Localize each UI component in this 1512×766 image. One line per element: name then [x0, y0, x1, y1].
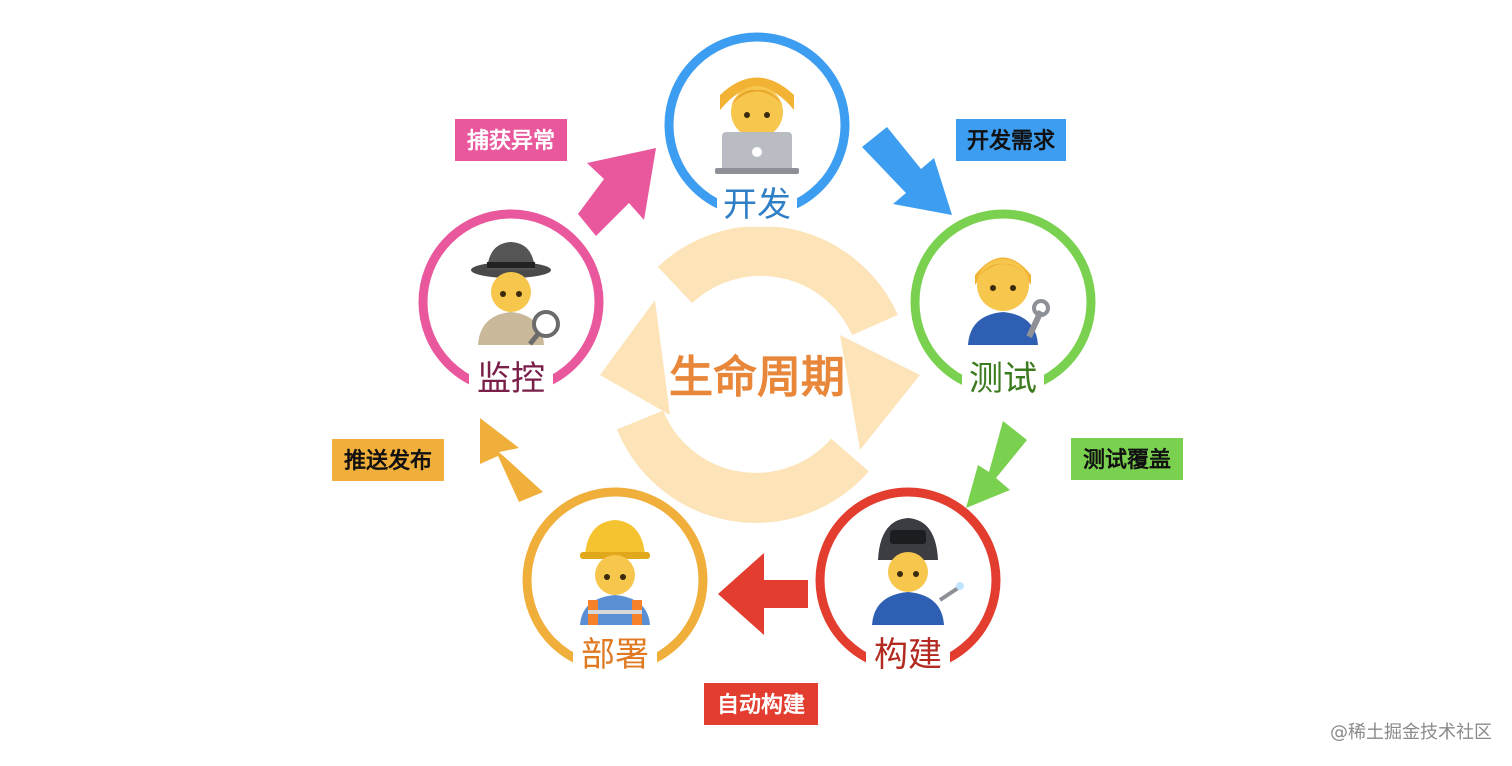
- transition-label-deploy-to-monitor: 推送发布: [332, 439, 444, 481]
- watermark: @稀土掘金技术社区: [1330, 722, 1492, 743]
- transition-text-deploy-to-monitor: 推送发布: [344, 448, 432, 474]
- stage-dev: 开发: [664, 32, 850, 227]
- transition-label-test-to-build: 测试覆盖: [1071, 438, 1183, 480]
- cycle-arc-top: [657, 225, 898, 336]
- cycle-arc-bottom: [616, 409, 869, 523]
- stage-label-build: 构建: [874, 635, 942, 675]
- stage-deploy: 部署: [522, 487, 708, 677]
- transition-label-build-to-deploy: 自动构建: [704, 683, 818, 725]
- construction-worker-hardhat-icon: [580, 520, 650, 625]
- transition-text-test-to-build: 测试覆盖: [1083, 447, 1171, 473]
- transition-text-dev-to-test: 开发需求: [967, 128, 1055, 154]
- stage-monitor: 监控: [418, 209, 604, 401]
- cycle-arrowhead-left: [600, 300, 670, 415]
- transition-text-monitor-to-dev: 捕获异常: [467, 128, 555, 154]
- developer-laptop-icon: [715, 77, 799, 174]
- stage-test: 测试: [910, 209, 1096, 401]
- cycle-arrowhead-right: [840, 335, 920, 450]
- arrow-test-to-build: [966, 421, 1027, 508]
- arrow-dev-to-test: [862, 127, 952, 215]
- transition-text-build-to-deploy: 自动构建: [717, 692, 805, 718]
- stage-build: 构建: [815, 487, 1001, 677]
- transition-label-monitor-to-dev: 捕获异常: [455, 119, 567, 161]
- detective-magnifier-icon: [471, 242, 560, 346]
- arrow-monitor-to-dev: [578, 148, 656, 236]
- transition-label-dev-to-test: 开发需求: [956, 119, 1066, 161]
- mechanic-wrench-icon: [968, 257, 1050, 345]
- stage-label-test: 测试: [969, 359, 1037, 399]
- arrow-deploy-to-monitor: [480, 418, 543, 502]
- stage-label-dev: 开发: [723, 185, 791, 225]
- center-cycle: [600, 225, 920, 523]
- arrow-build-to-deploy: [718, 553, 808, 635]
- stage-label-monitor: 监控: [477, 359, 545, 399]
- welder-mask-icon: [872, 518, 964, 625]
- stage-label-deploy: 部署: [581, 635, 649, 675]
- center-title: 生命周期: [669, 352, 845, 403]
